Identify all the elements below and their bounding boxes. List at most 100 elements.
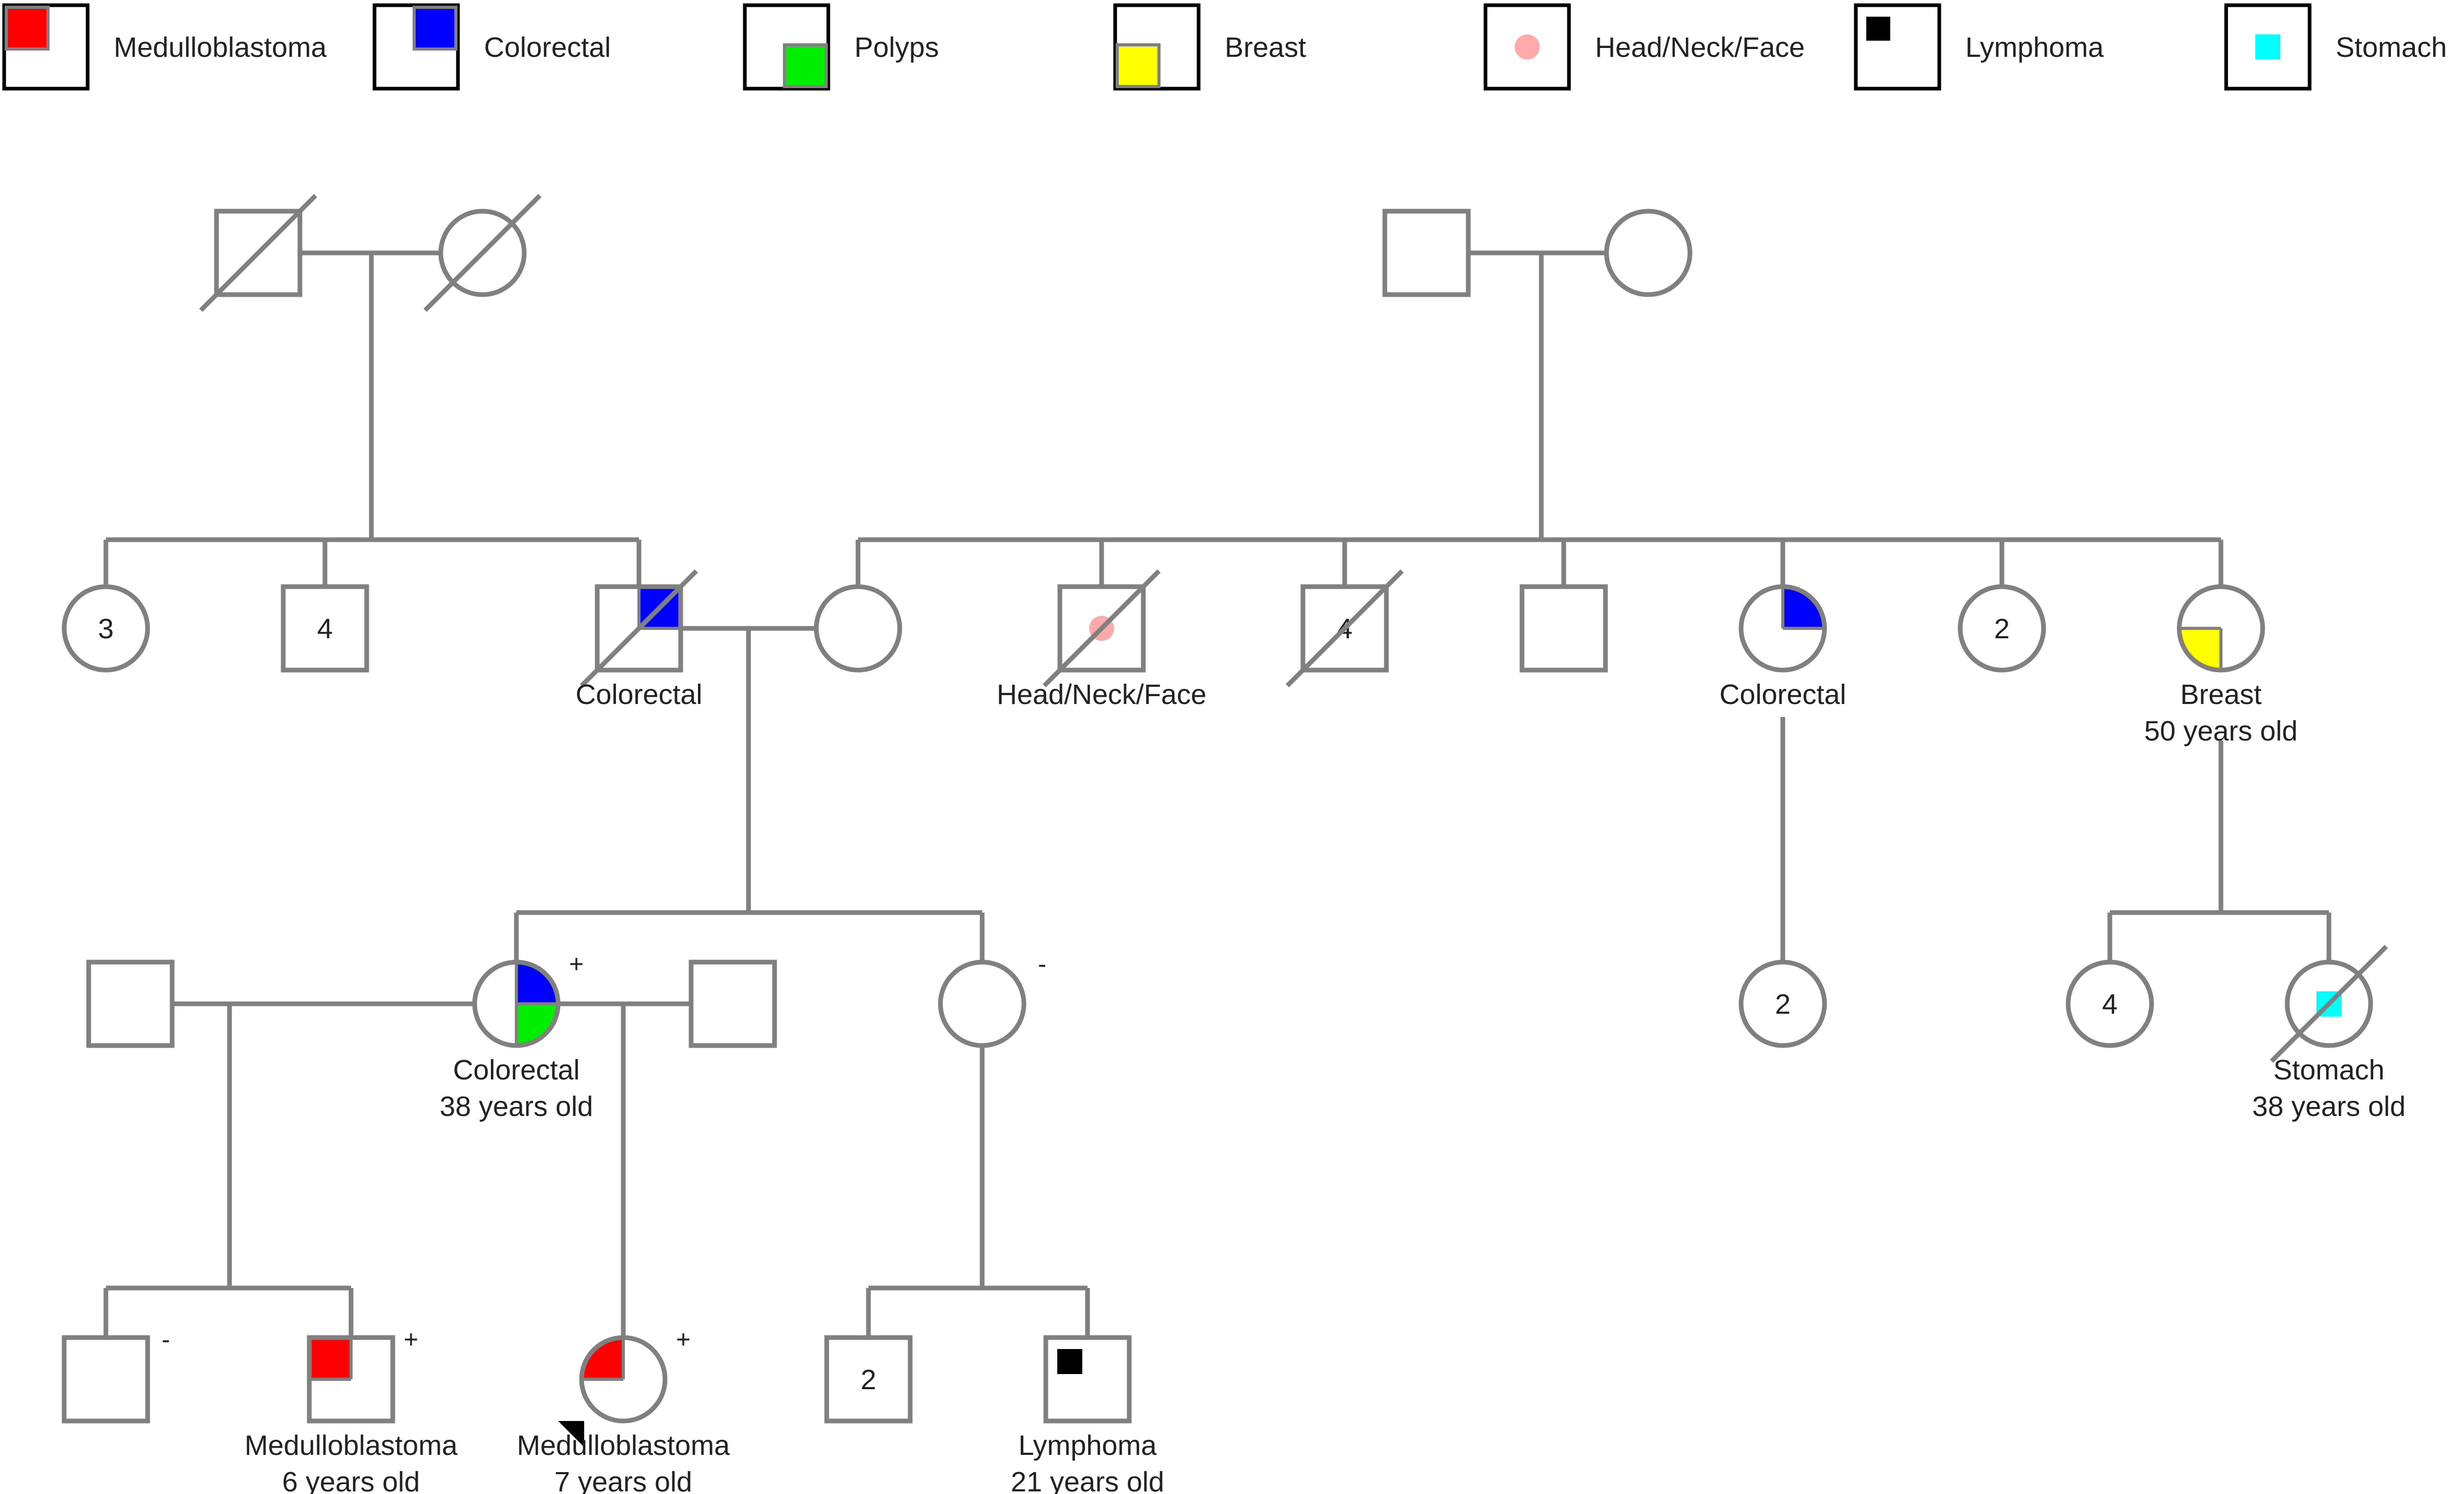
symbol-outline	[1738, 584, 1827, 673]
legend-label: Breast	[1225, 32, 1306, 63]
individual-spouse2[interactable]	[689, 959, 777, 1048]
medulloblastoma-quadrant	[311, 1340, 351, 1379]
legend-swatch-fill	[1866, 17, 1890, 41]
individual-pgf[interactable]	[199, 193, 318, 312]
age-label: 38 years old	[440, 1091, 593, 1122]
diagnosis-label: Lymphoma	[1018, 1430, 1157, 1461]
relationship-lines	[103, 250, 2332, 1338]
age-label: 6 years old	[282, 1466, 420, 1494]
symbol-outline	[814, 584, 902, 673]
legend-label: Stomach	[2336, 32, 2447, 63]
colorectal-quadrant	[516, 964, 556, 1004]
individual-mat-uncles4[interactable]: 4	[1285, 569, 1404, 688]
individual-cousin4[interactable]: 4	[2066, 959, 2154, 1048]
diagnosis-label: Stomach	[2273, 1054, 2384, 1086]
legend-label: Lymphoma	[1965, 32, 2104, 63]
legend-swatch-fill	[1515, 34, 1540, 59]
colorectal-quadrant	[1783, 589, 1822, 628]
individual-mat-uncle[interactable]	[1519, 584, 1608, 673]
sibling-count: 3	[98, 613, 114, 645]
male-symbol	[1522, 587, 1605, 670]
sibling-count: 2	[1994, 613, 2010, 645]
age-label: 21 years old	[1011, 1466, 1164, 1494]
symbol-outline	[2285, 959, 2373, 1048]
legend-swatch-fill	[413, 6, 457, 51]
legend: Medulloblastoma Colorectal Polyps Breast Hea…	[2, 3, 2447, 91]
male-symbol	[283, 587, 367, 670]
legend-item-breast: Breast	[1113, 3, 1306, 91]
female-symbol	[64, 587, 148, 670]
individual-father[interactable]: Colorectal	[575, 569, 703, 710]
individual-mat-aunt-crc[interactable]: Colorectal	[1719, 584, 1846, 710]
symbol-outline	[1604, 209, 1693, 297]
individual-pat-sis3[interactable]: 3	[62, 584, 150, 673]
legend-swatch-fill	[2255, 34, 2280, 59]
individual-cousin-stomach[interactable]: Stomach 38 years old	[2252, 944, 2406, 1122]
legend-swatch-fill	[783, 43, 828, 88]
individual-mgm[interactable]	[1604, 209, 1693, 297]
individual-mat-aunts2[interactable]: 2	[1958, 584, 2046, 673]
symbol-outline	[689, 959, 777, 1048]
symbol-outline	[2066, 959, 2154, 1048]
proband-arrow-icon	[558, 1421, 584, 1447]
test-status: -	[162, 1326, 170, 1354]
female-symbol	[1960, 587, 2044, 670]
individual-mother[interactable]	[814, 584, 902, 673]
lymphoma-marker	[1057, 1349, 1082, 1374]
test-status: +	[676, 1326, 691, 1354]
symbol-outline	[472, 959, 561, 1048]
male-symbol	[691, 962, 775, 1046]
deceased-slash	[423, 193, 542, 312]
symbol-outline	[2177, 584, 2265, 673]
age-label: 7 years old	[554, 1466, 692, 1494]
sibling-count: 2	[1775, 989, 1791, 1020]
individual-mgf[interactable]	[1382, 209, 1471, 297]
individual-pat-bro4[interactable]: 4	[281, 584, 369, 673]
symbol-outline	[595, 584, 683, 673]
symbol-outline	[281, 584, 369, 673]
test-status: +	[569, 951, 584, 978]
legend-label: Colorectal	[484, 32, 611, 63]
symbol-outline	[579, 1335, 668, 1424]
diagnosis-label: Head/Neck/Face	[997, 679, 1206, 710]
legend-item-head-neck-face: Head/Neck/Face	[1483, 3, 1805, 91]
female-symbol	[1741, 962, 1825, 1046]
individual-mat-uncle-hnf[interactable]: Head/Neck/Face	[997, 569, 1206, 710]
pedigree-individuals: 34ColorectalHead/Neck/Face4Colorectal2Br…	[62, 193, 2406, 1494]
symbol-outline	[1382, 209, 1471, 297]
legend-swatch-fill	[1116, 43, 1161, 88]
individual-spouse1[interactable]	[86, 959, 175, 1048]
symbol-outline	[438, 209, 527, 297]
deceased-slash	[579, 569, 698, 688]
legend-item-polyps: Polyps	[743, 3, 939, 91]
diagnosis-label: Colorectal	[453, 1054, 579, 1086]
individual-half-bro[interactable]: -	[62, 1326, 170, 1424]
test-status: -	[1038, 951, 1046, 978]
breast-quadrant	[2181, 628, 2221, 668]
symbol-outline	[1043, 1335, 1132, 1424]
age-label: 38 years old	[2252, 1091, 2406, 1122]
legend-item-lymphoma: Lymphoma	[1854, 3, 2104, 91]
individual-proband-mother[interactable]: + Colorectal 38 years old	[440, 951, 593, 1122]
legend-item-medulloblastoma: Medulloblastoma	[2, 3, 327, 91]
legend-label: Polyps	[854, 32, 939, 63]
individual-cousins2[interactable]: 2	[1738, 959, 1827, 1048]
symbol-outline	[214, 209, 303, 297]
female-symbol	[940, 962, 1024, 1046]
diagnosis-label: Colorectal	[575, 679, 702, 710]
symbol-outline	[86, 959, 175, 1048]
legend-label: Medulloblastoma	[114, 32, 327, 63]
legend-item-colorectal: Colorectal	[372, 3, 611, 91]
individual-nephews2[interactable]: 2	[824, 1335, 913, 1424]
polyps-quadrant	[516, 1004, 556, 1043]
symbol-outline	[1057, 584, 1146, 673]
individual-sister[interactable]: -	[938, 951, 1046, 1048]
age-label: 50 years old	[2144, 715, 2298, 747]
individual-nephew-lymphoma[interactable]: Lymphoma 21 years old	[1011, 1335, 1164, 1494]
symbol-outline	[62, 1335, 150, 1424]
symbol-outline	[824, 1335, 913, 1424]
individual-pgm[interactable]	[423, 193, 542, 312]
